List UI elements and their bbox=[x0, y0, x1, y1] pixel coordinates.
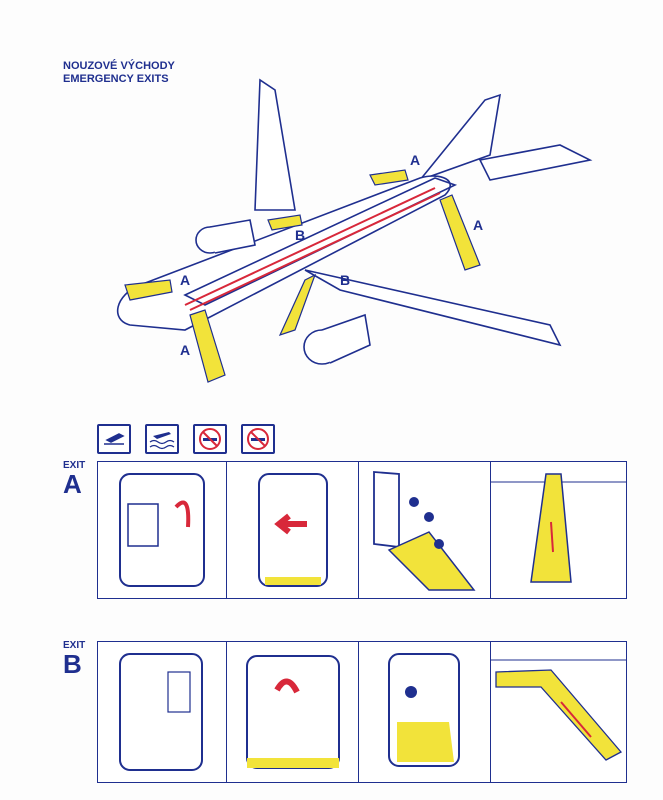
situation-icons bbox=[97, 424, 275, 454]
exit-b-label: EXIT B bbox=[63, 640, 85, 677]
exit-a-label: EXIT A bbox=[63, 460, 85, 497]
exit-a-step-4 bbox=[491, 462, 626, 598]
exit-b-step-4 bbox=[491, 642, 626, 782]
exit-b-step-1 bbox=[98, 642, 227, 782]
exit-a-step-3 bbox=[359, 462, 491, 598]
exit-marker-a-right: A bbox=[473, 217, 483, 233]
exit-b-small: EXIT bbox=[63, 640, 86, 651]
exit-a-steps bbox=[97, 461, 627, 599]
exit-a-step-1 bbox=[98, 462, 227, 598]
exit-marker-a-front: A bbox=[180, 272, 190, 288]
title-czech: NOUZOVÉ VÝCHODY bbox=[63, 60, 175, 72]
page-title: NOUZOVÉ VÝCHODY EMERGENCY EXITS bbox=[63, 60, 175, 86]
landing-icon bbox=[97, 424, 131, 454]
exit-b-steps bbox=[97, 641, 627, 783]
exit-marker-a-rear: A bbox=[410, 152, 420, 168]
no-smoking-icon bbox=[241, 424, 275, 454]
exit-b-letter: B bbox=[63, 649, 82, 679]
exit-b-step-3 bbox=[359, 642, 491, 782]
exit-marker-a-bottom: A bbox=[180, 342, 190, 358]
exit-marker-b-upper: B bbox=[295, 227, 305, 243]
exit-marker-b-lower: B bbox=[340, 272, 350, 288]
exit-a-letter: A bbox=[63, 469, 82, 499]
exit-a-step-2 bbox=[227, 462, 359, 598]
exit-a-small: EXIT bbox=[63, 460, 86, 471]
aircraft-diagram: A B B A A A bbox=[90, 60, 650, 400]
ditching-icon bbox=[145, 424, 179, 454]
title-english: EMERGENCY EXITS bbox=[63, 73, 169, 85]
exit-b-step-2 bbox=[227, 642, 359, 782]
no-smoking-icon bbox=[193, 424, 227, 454]
